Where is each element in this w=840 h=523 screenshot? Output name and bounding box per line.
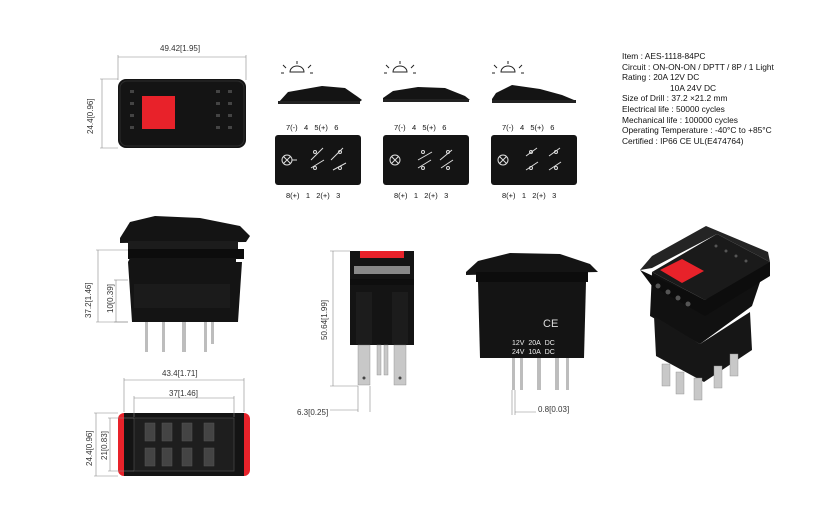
pin-labels-top-3: 7(-) 4 5(+) 6 (502, 123, 555, 132)
side-view-switch (120, 216, 250, 352)
side-height-dim: 37.2[1.46] (84, 282, 93, 318)
rocker-profile-3 (492, 85, 576, 103)
bottom-inner-height-dim: 21[0.83] (100, 431, 109, 460)
bottom-inner-dim: 37[1.46] (169, 389, 198, 398)
spec-electrical: Electrical life : 50000 cycles (622, 103, 725, 114)
pin-labels-top-2: 7(-) 4 5(+) 6 (394, 123, 447, 132)
light-icon-3 (492, 61, 524, 74)
bottom-width-dim: 43.4[1.71] (162, 369, 198, 378)
top-height-dim: 24.4[0.96] (86, 98, 95, 134)
light-icons (281, 61, 524, 74)
pin-labels-bottom-3: 8(+) 1 2(+) 3 (502, 191, 557, 200)
bottom-view-switch (118, 413, 250, 476)
front-height-dim: 50.64[1.99] (320, 299, 329, 340)
spec-rating-2: 10A 24V DC (670, 82, 717, 93)
side-inner-dim: 10[0.39] (106, 284, 115, 313)
spec-certified: Certified : IP66 CE UL(E474764) (622, 135, 744, 146)
light-icon-1 (281, 61, 313, 74)
spec-block: Item : AES-1118-84PC Circuit : ON-ON-ON … (622, 51, 774, 146)
front-view-switch (350, 251, 414, 386)
pin-labels-bottom-2: 8(+) 1 2(+) 3 (394, 191, 449, 200)
spec-drill: Size of Drill : 37.2 ×21.2 mm (622, 93, 728, 104)
rocker-profile-2 (383, 87, 470, 102)
marking-row-2: 24V 10A DC (512, 349, 555, 356)
side2-pin-dim: 0.8[0.03] (538, 405, 570, 414)
ce-mark: CE (543, 318, 559, 330)
spec-circuit: Circuit : ON-ON-ON / DPTT / 8P / 1 Light (622, 61, 774, 72)
pin-labels-top-1: 7(-) 4 5(+) 6 (286, 123, 339, 132)
spec-item: Item : AES-1118-84PC (622, 51, 706, 61)
schematic-3 (491, 135, 577, 185)
side-view-marked-switch (466, 253, 598, 390)
top-view-switch (118, 79, 246, 148)
rocker-profile-1 (278, 86, 362, 104)
schematic-1 (275, 135, 361, 185)
spec-temperature: Operating Temperature : -40°C to +85°C (622, 125, 772, 136)
schematic-2 (383, 135, 469, 185)
light-icon-2 (384, 61, 416, 74)
marking-row-1: 12V 20A DC (512, 340, 555, 347)
spec-mechanical: Mechanical life : 100000 cycles (622, 114, 738, 125)
spec-rating-1: Rating : 20A 12V DC (622, 72, 700, 83)
top-width-dim: 49.42[1.95] (160, 44, 201, 53)
bottom-height-dim: 24.4[0.96] (85, 430, 94, 466)
isometric-switch (640, 226, 770, 401)
front-pin-dim: 6.3[0.25] (297, 408, 329, 417)
pin-labels-bottom-1: 8(+) 1 2(+) 3 (286, 191, 341, 200)
